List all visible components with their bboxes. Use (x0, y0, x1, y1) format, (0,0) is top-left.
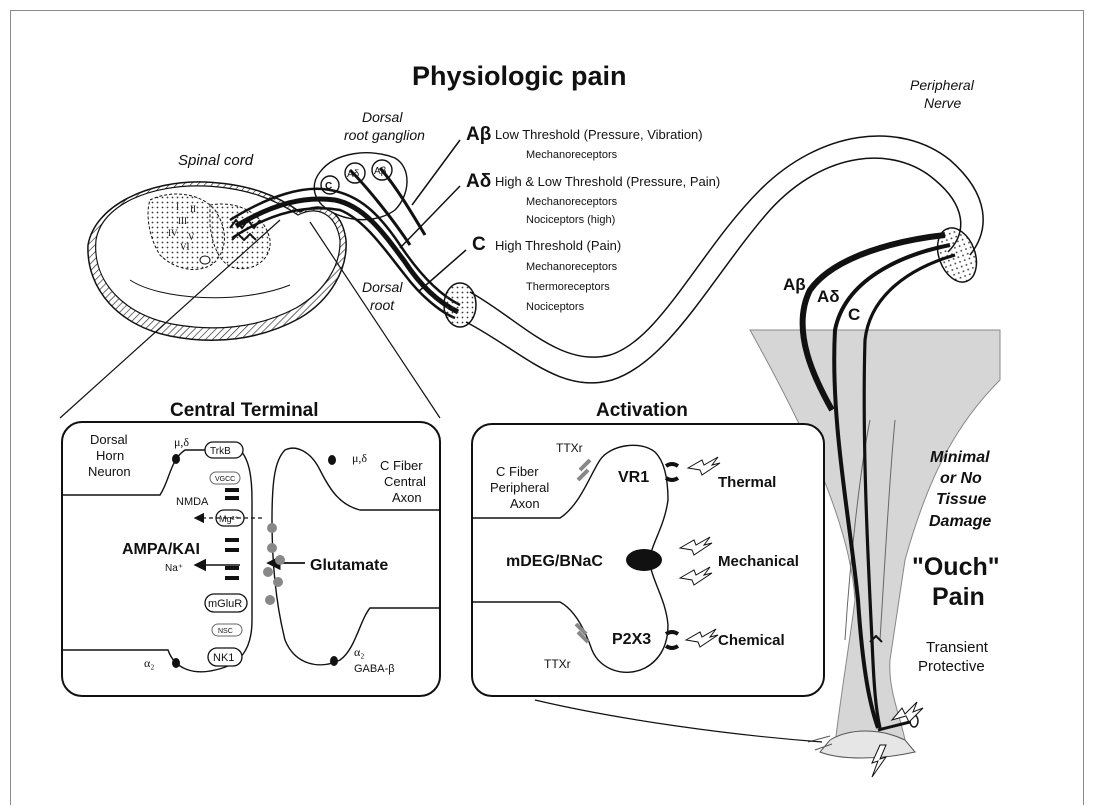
fiber-receptor: Nociceptors (526, 301, 585, 313)
pain-label: Pain (932, 583, 985, 611)
vr1-label: VR1 (618, 469, 649, 486)
dorsal-horn-line: Horn (96, 448, 124, 463)
figure-title: Physiologic pain (412, 61, 627, 91)
dorsal-root-label-line2: root (370, 297, 395, 313)
fiber-threshold: High & Low Threshold (Pressure, Pain) (495, 174, 720, 189)
p2x3-label: P2X3 (612, 631, 651, 648)
fiber-greek-c: C (472, 234, 486, 255)
leg-fiber-label-adelta: Aδ (817, 287, 840, 306)
ampa-label: AMPA/KAI (122, 541, 200, 558)
outcome-line: Damage (929, 513, 991, 530)
fiber-threshold: Low Threshold (Pressure, Vibration) (495, 127, 703, 142)
zoom-line (535, 700, 822, 742)
ouch-label: "Ouch" (912, 553, 1000, 581)
lamina-label: IV (168, 228, 178, 238)
na-label: Na⁺ (165, 563, 183, 574)
opioid-receptor-left: μ,δ (174, 435, 189, 449)
drg-label-line1: Dorsal (362, 109, 403, 125)
dorsal-horn-line: Neuron (88, 464, 131, 479)
outcome-line: Tissue (936, 491, 987, 508)
leg-fiber-label-abeta: Aβ (783, 275, 806, 294)
stimulus-chemical: Chemical (718, 632, 785, 649)
cfiber-peripheral-line: C Fiber (496, 464, 539, 479)
cfiber-peripheral-line: Peripheral (490, 480, 549, 495)
dorsal-horn-line: Dorsal (90, 432, 128, 447)
lamina-label: III (178, 216, 187, 226)
peripheral-nerve-label-line2: Nerve (924, 95, 962, 111)
fiber-receptor: Mechanoreceptors (526, 261, 618, 273)
activation-title: Activation (596, 400, 688, 421)
dorsal-root-label-line1: Dorsal (362, 279, 403, 295)
fiber-receptor: Thermoreceptors (526, 281, 610, 293)
mglur-label: mGluR (208, 598, 242, 610)
fiber-greek-abeta: Aβ (466, 124, 491, 145)
opioid-receptor-right: μ,δ (352, 451, 367, 465)
cfiber-central-line: Axon (392, 490, 422, 505)
lamina-label: VI (180, 242, 190, 252)
cfiber-central-line: C Fiber (380, 458, 423, 473)
gaba-label: GABA-β (354, 663, 395, 675)
zoom-line (310, 222, 440, 418)
drg-label-line2: root ganglion (344, 127, 425, 143)
lamina-label: V (188, 232, 195, 242)
fiber-receptor: Nociceptors (high) (526, 214, 615, 226)
outcome-line: or No (940, 470, 982, 487)
lamina-label: II (190, 204, 196, 214)
ttx-top-label: TTXr (556, 441, 583, 455)
trkb-label: TrkB (210, 446, 231, 457)
vgcc-label: VGCC (215, 476, 235, 483)
cfiber-central-line: Central (384, 474, 426, 489)
fiber-receptor: Mechanoreceptors (526, 196, 618, 208)
transient-label: Transient (926, 639, 989, 656)
peripheral-nerve-label-line1: Peripheral (910, 77, 975, 93)
alpha2-left-label: α₂ (144, 656, 154, 670)
stimulus-thermal: Thermal (718, 474, 776, 491)
stimulus-mechanical: Mechanical (718, 553, 799, 570)
outcome-line: Minimal (930, 449, 990, 466)
spinal-cord: I II III IV V VI (88, 182, 346, 340)
nsc-label: NSC (218, 628, 233, 635)
fiber-receptor: Mechanoreceptors (526, 149, 618, 161)
protective-label: Protective (918, 658, 985, 675)
fiber-legend: Aβ Low Threshold (Pressure, Vibration) M… (400, 124, 720, 313)
nk1-label: NK1 (213, 652, 234, 664)
mg-label: Mg²⁺ (219, 514, 239, 524)
spinal-cord-label: Spinal cord (178, 152, 254, 169)
nmda-label: NMDA (176, 496, 209, 508)
glutamate-label: Glutamate (310, 557, 388, 574)
lamina-label: I (176, 202, 179, 212)
ttx-bottom-label: TTXr (544, 657, 571, 671)
leg-fiber-label-c: C (848, 305, 860, 324)
mdeg-label: mDEG/BNaC (506, 553, 603, 570)
cfiber-peripheral-line: Axon (510, 496, 540, 511)
alpha2-right-label: α₂ (354, 645, 364, 659)
fiber-greek-adelta: Aδ (466, 171, 491, 192)
central-terminal-title: Central Terminal (170, 400, 319, 421)
fiber-threshold: High Threshold (Pain) (495, 238, 621, 253)
